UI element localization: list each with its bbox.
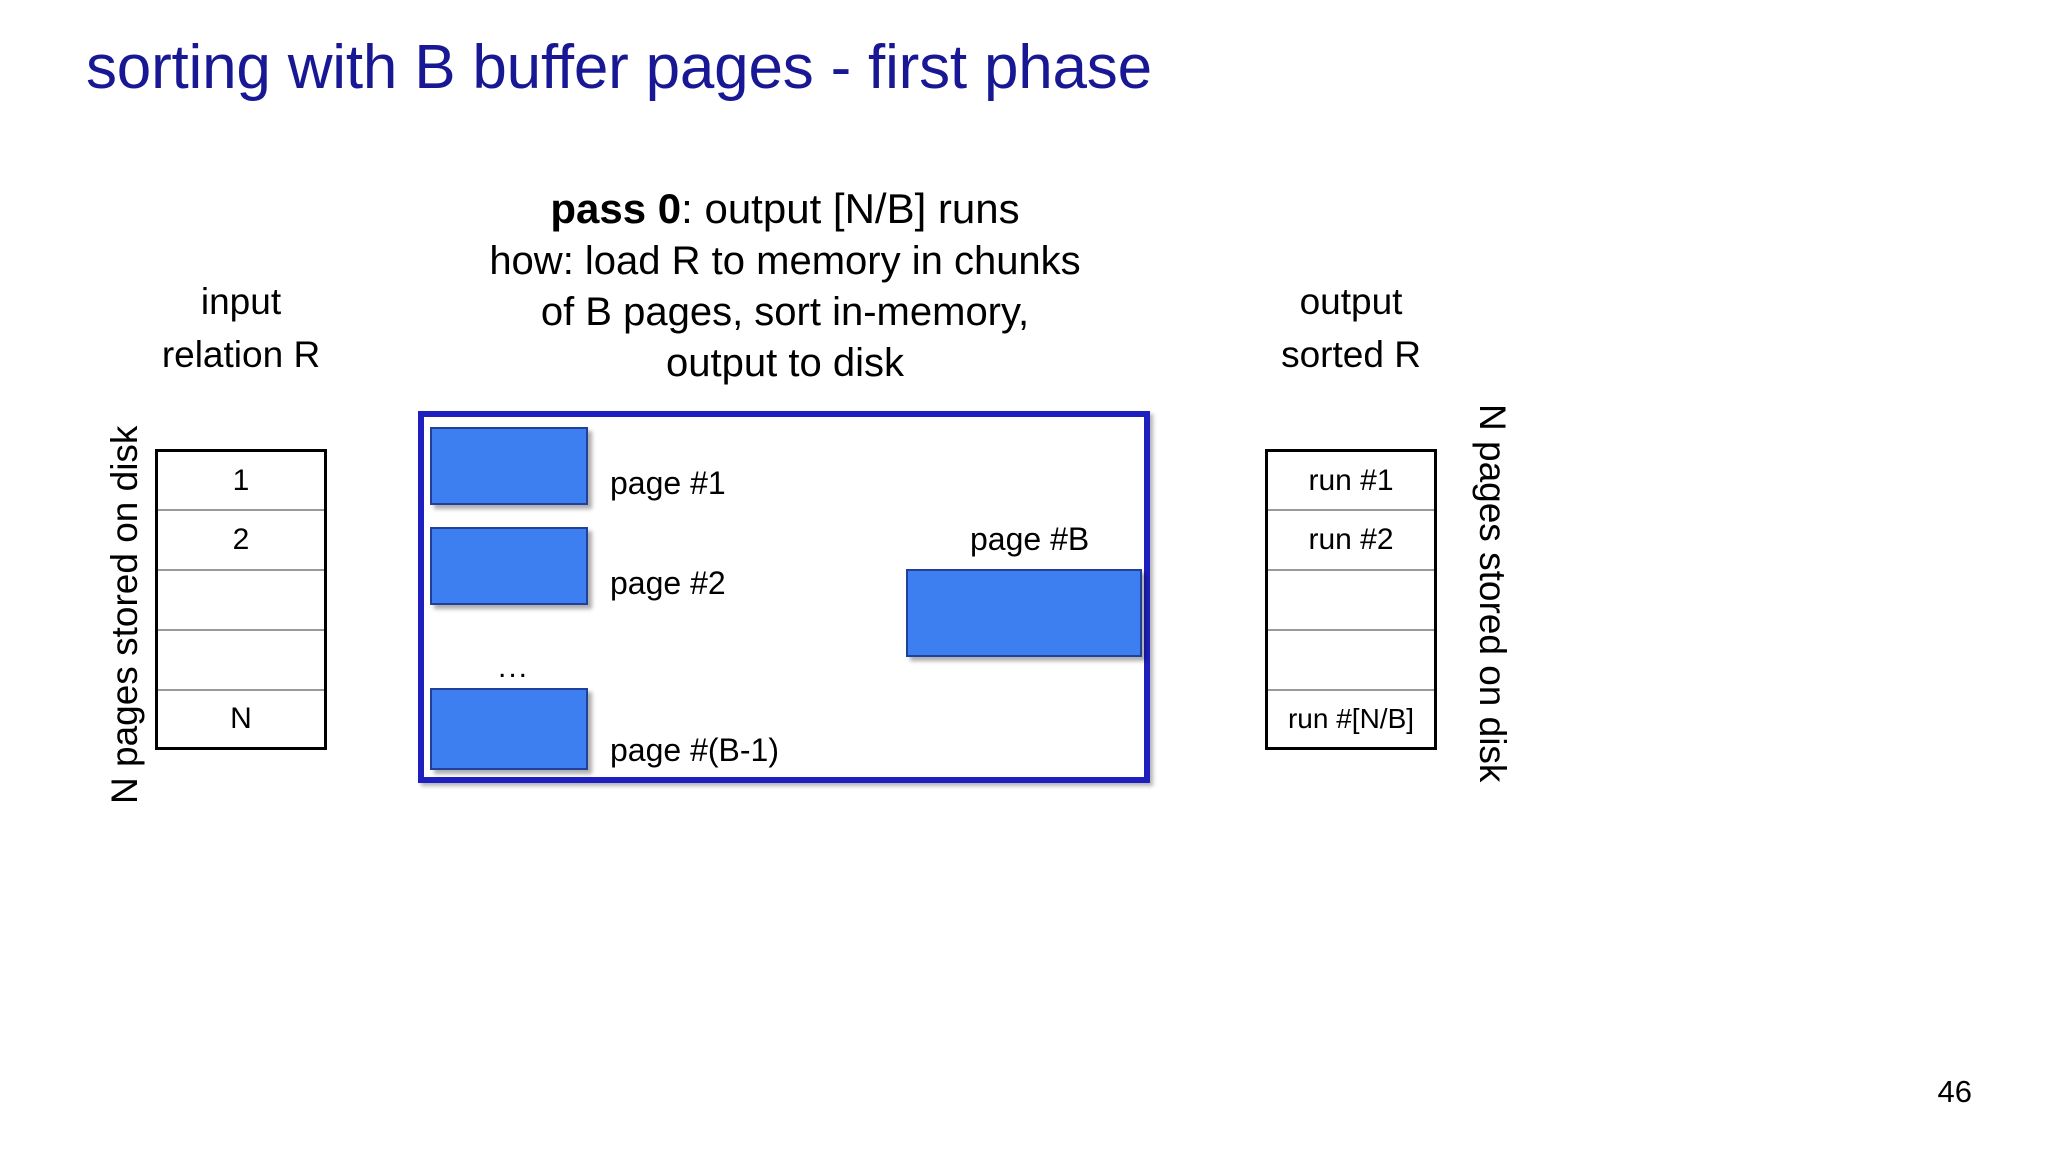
pass-description: pass 0: output [N/B] runs how: load R to… [430, 182, 1140, 389]
input-relation-label: input relation R [138, 276, 344, 381]
table-row: N [230, 702, 252, 735]
buffer-page-rect-b [906, 569, 1142, 657]
pass-how-line-3: output to disk [666, 341, 904, 386]
input-disk-table: 1 2 N [155, 449, 327, 750]
page-title: sorting with B buffer pages - first phas… [86, 33, 1152, 102]
buffer-page-caption-b-minus-1: page #(B-1) [610, 732, 779, 768]
table-row [158, 571, 324, 631]
table-row [158, 631, 324, 691]
pass-how-line-1: how: load R to memory in chunks [489, 238, 1081, 283]
buffer-page-rect-1 [430, 427, 588, 505]
table-row: run #[N/B] [1287, 703, 1415, 734]
table-row: 1 [158, 452, 324, 511]
buffer-page-caption-2: page #2 [610, 565, 726, 601]
memory-buffer-box: page #1 page #2 ... page #(B-1) page #B [418, 411, 1150, 783]
slide-page-number: 46 [1937, 1074, 1972, 1109]
buffer-page-rect-b-minus-1 [430, 688, 588, 770]
table-row: run #2 [1268, 511, 1434, 571]
input-relation-label-line2: relation R [161, 333, 321, 375]
table-row: run #1 [1268, 452, 1434, 511]
buffer-page-caption-1: page #1 [610, 465, 726, 501]
table-row [1268, 571, 1434, 631]
pass-heading-line: pass 0: output [N/B] runs [430, 182, 1140, 236]
pass-how-line-2: of B pages, sort in-memory, [540, 289, 1030, 334]
buffer-page-caption-b: page #B [970, 521, 1090, 557]
input-disk-vertical-label: N pages stored on disk [104, 425, 145, 804]
output-sorted-label-line1: output [1299, 281, 1403, 322]
buffer-page-rect-2 [430, 527, 588, 605]
output-disk-table: run #1 run #2 run #[N/B] [1265, 449, 1437, 750]
input-relation-label-line1: input [200, 281, 282, 322]
buffer-pages-ellipsis: ... [498, 651, 530, 684]
output-disk-vertical-label: N pages stored on disk [1472, 404, 1513, 783]
output-sorted-label-line2: sorted R [1281, 333, 1421, 375]
pass-heading-rest: : output [N/B] runs [681, 185, 1020, 232]
table-row [1268, 631, 1434, 691]
table-row: 2 [158, 511, 324, 571]
pass-heading-bold: pass 0 [550, 185, 682, 232]
output-sorted-label: output sorted R [1248, 276, 1454, 381]
